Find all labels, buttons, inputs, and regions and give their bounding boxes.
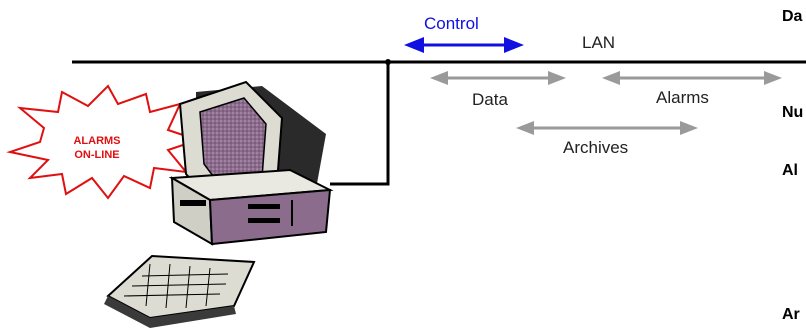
data-arrow bbox=[430, 71, 566, 85]
alarms-arrow bbox=[602, 71, 782, 85]
data-label: Data bbox=[472, 90, 508, 109]
drive-slot-2 bbox=[248, 204, 280, 209]
lan-drop-cable bbox=[330, 62, 390, 186]
control-label: Control bbox=[424, 14, 479, 33]
lan-tap-node bbox=[385, 59, 391, 65]
drive-slot-3 bbox=[248, 218, 280, 223]
side-label-data: Da bbox=[782, 8, 803, 25]
drive-slot-1 bbox=[180, 200, 206, 206]
alarm-badge: ALARMS ON-LINE bbox=[62, 134, 132, 162]
alarm-badge-line-1: ALARMS bbox=[73, 135, 121, 147]
alarm-badge-line-2: ON-LINE bbox=[74, 149, 120, 161]
archives-label: Archives bbox=[563, 138, 629, 157]
control-arrow bbox=[404, 37, 524, 53]
alarm-burst-shape bbox=[6, 84, 202, 200]
keyboard-base bbox=[104, 296, 236, 328]
side-label-alarms: Al bbox=[782, 162, 798, 179]
side-label-archives: Ar bbox=[782, 306, 800, 323]
lan-label: LAN bbox=[582, 33, 616, 52]
alarms-label: Alarms bbox=[656, 88, 709, 107]
archives-arrow bbox=[516, 121, 698, 135]
keyboard-keys bbox=[123, 263, 229, 309]
system-unit-side bbox=[208, 188, 332, 246]
side-label-number: Nu bbox=[782, 104, 804, 121]
